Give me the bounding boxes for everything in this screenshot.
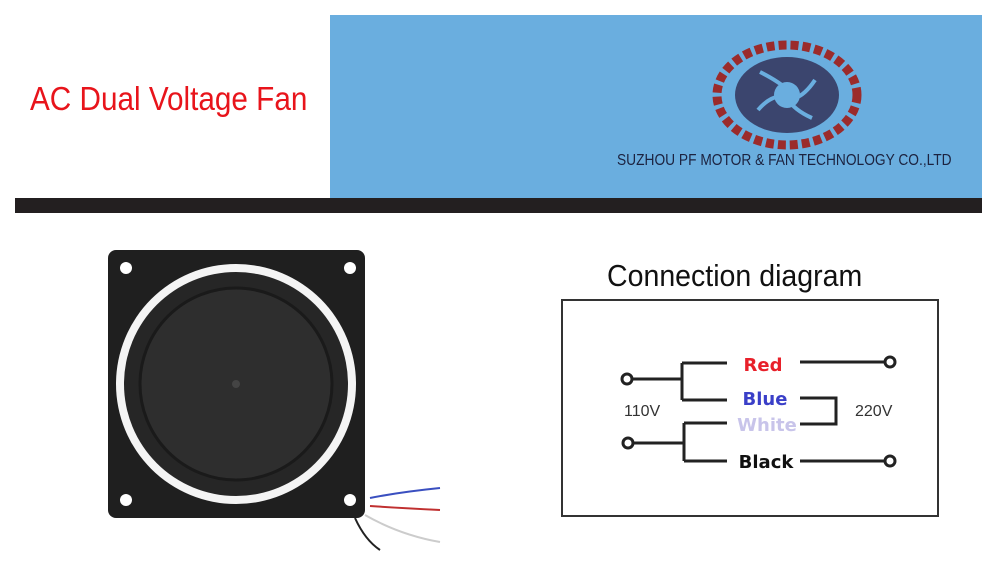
company-banner: [330, 15, 982, 198]
diagram-title: Connection diagram: [607, 258, 863, 293]
divider-bar: [15, 198, 982, 213]
wire-label-black: Black: [739, 452, 795, 473]
fan-photo: [108, 250, 441, 551]
wire-label-blue: Blue: [743, 389, 788, 410]
wiring-lines: [620, 355, 897, 468]
page-title: AC Dual Voltage Fan: [30, 80, 308, 117]
wire-label-red: Red: [744, 355, 783, 376]
company-logo: [712, 40, 862, 150]
diagram-frame: [561, 299, 939, 517]
wire-label-white: White: [737, 415, 797, 436]
voltage-220: 220V: [855, 403, 893, 420]
voltage-110: 110V: [624, 403, 661, 420]
company-name: SUZHOU PF MOTOR & FAN TECHNOLOGY CO.,LTD: [617, 152, 952, 169]
